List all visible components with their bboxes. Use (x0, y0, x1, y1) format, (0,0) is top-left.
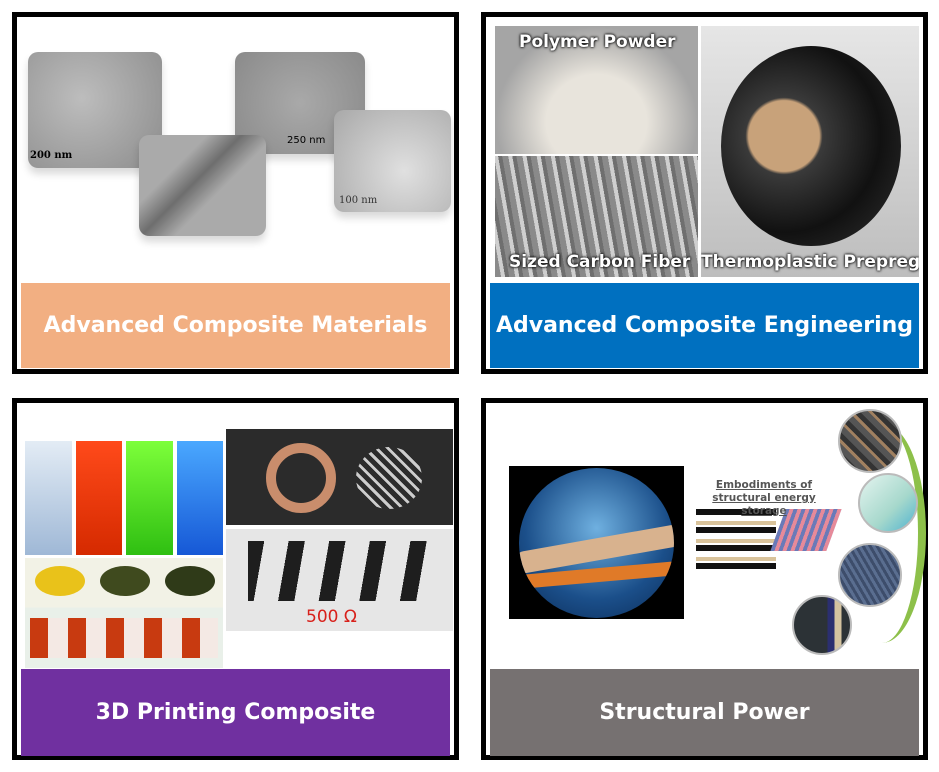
scale-label-250nm: 250 nm (287, 135, 326, 146)
caption-band: 3D Printing Composite (21, 669, 450, 756)
lattice-blue (176, 441, 223, 555)
tem-micrographs-collage: 200 nm 250 nm 100 nm (17, 17, 454, 283)
panel-title: Advanced Composite Engineering (495, 313, 914, 338)
battery-fiber-illustration (509, 466, 684, 619)
lattice-red (75, 441, 122, 555)
printed-lattice-images (25, 441, 223, 555)
layered-stack-diagram (696, 509, 776, 569)
printed-spring-image: 500 Ω (226, 529, 453, 631)
scale-label-200nm: 200 nm (30, 150, 73, 161)
circular-illustration (519, 468, 674, 618)
green-connector-arc (838, 423, 926, 643)
droplet-row (30, 618, 218, 658)
panel-title: 3D Printing Composite (95, 700, 376, 725)
ring-copper (266, 443, 336, 513)
ring-lattice (356, 447, 422, 509)
image-label: Sized Carbon Fiber (509, 252, 691, 272)
lattice-cad (25, 441, 72, 555)
scale-label-100nm: 100 nm (339, 195, 378, 206)
sized-carbon-fiber-image: Sized Carbon Fiber (495, 156, 698, 277)
fiber-electrode-circle (838, 543, 902, 607)
woven-fabric-circle (838, 409, 902, 473)
printed-discs-image (25, 558, 223, 668)
tem-image-nanotube (139, 135, 266, 236)
panel-advanced-composite-engineering: Polymer Powder Sized Carbon Fiber Thermo… (481, 12, 928, 374)
battery-cell-circle (792, 595, 852, 655)
panel-3d-printing-composite: 500 Ω 3D Printing Composite (12, 398, 459, 760)
disc-dark (100, 566, 150, 596)
printed-rings-image (226, 429, 453, 525)
coated-sheet-circle (858, 473, 918, 533)
polymer-powder-image: Polymer Powder (495, 26, 698, 154)
resistance-label: 500 Ω (306, 607, 357, 627)
caption-band: Advanced Composite Materials (21, 283, 450, 368)
diagram-title: Embodiments of structural energy storage (712, 479, 816, 517)
prepreg-spool (721, 46, 901, 246)
image-label: Polymer Powder (519, 32, 676, 52)
image-label: Thermoplastic Prepreg (701, 252, 919, 272)
disc-yellow (35, 566, 85, 596)
caption-band: Structural Power (490, 669, 919, 756)
thermoplastic-prepreg-image: Thermoplastic Prepreg (701, 26, 919, 277)
lattice-green (126, 441, 173, 555)
tem-image-platelets (334, 110, 451, 212)
panel-title: Structural Power (599, 700, 810, 725)
panel-title: Advanced Composite Materials (43, 313, 428, 338)
caption-band: Advanced Composite Engineering (490, 283, 919, 368)
panel-advanced-composite-materials: 200 nm 250 nm 100 nm Advanced Composite … (12, 12, 459, 374)
spring-coil (248, 541, 428, 601)
panel-structural-power: Embodiments of structural energy storage… (481, 398, 928, 760)
disc-dark (165, 566, 215, 596)
